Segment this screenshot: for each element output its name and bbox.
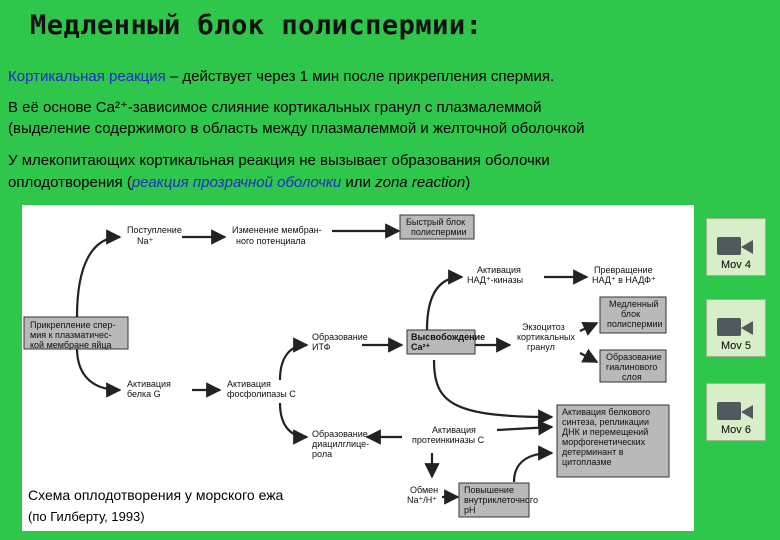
text-line-5-a: оплодотворения ( — [8, 174, 132, 191]
text-line-4: У млекопитающих кортикальная реакция не … — [8, 152, 550, 169]
zona-reaction-ru: реакция прозрачной оболочки — [131, 174, 342, 191]
box-fast-block — [399, 214, 475, 240]
arrow-pkc-to-synthesis — [496, 420, 554, 436]
label-protein-g: Активация белка G — [127, 379, 173, 399]
box-synthesis — [556, 404, 670, 478]
label-synthesis: Активация белкового синтеза, репликации … — [562, 407, 653, 467]
label-ph: Повышение внутриклеточного pH — [464, 485, 541, 515]
label-slow-block: Медленный блок полиспермии — [607, 299, 663, 329]
movie-label: Mov 4 — [721, 259, 751, 271]
label-dag: Образование диацилглице- рола — [312, 429, 372, 459]
box-ca-release — [406, 329, 476, 355]
label-potential: Изменение мембран- ного потенциала — [232, 225, 324, 246]
diagram-arrows — [75, 223, 599, 505]
box-attach — [23, 316, 129, 350]
arrow-exo-to-hyaline — [579, 348, 599, 363]
arrow-ph-to-synthesis — [512, 445, 554, 483]
arrow-attach-to-na — [75, 229, 122, 318]
arrow-plc-to-dag — [278, 402, 309, 445]
arrow-exo-to-slow — [579, 321, 599, 336]
label-attach: Прикрепление спер- мия к плазматичес- ко… — [30, 320, 118, 350]
diagram-caption: Схема оплодотворения у морского ежа — [28, 487, 284, 503]
arrow-plc-to-itf — [278, 337, 309, 381]
video-camera-icon — [717, 237, 741, 255]
text-line-5-c: или — [341, 174, 376, 191]
label-hyaline: Образование гиалинового слоя — [606, 352, 664, 382]
label-phospholipase: Активация фосфолипазы С — [227, 379, 296, 399]
box-slow-block — [599, 296, 667, 334]
label-pkc: Активация протеинкиназы С — [412, 425, 485, 445]
text-line-3: (выделение содержимого в область между п… — [8, 120, 585, 137]
zona-reaction-en: zona reaction — [375, 174, 466, 191]
box-ph — [458, 482, 530, 518]
label-itf: Образование ИТФ — [312, 332, 370, 352]
page-title: Медленный блок полиспермии: — [30, 10, 483, 41]
arrow-ca-to-nad — [425, 269, 464, 331]
label-exocytosis: Экзоцитоз кортикальных гранул — [517, 322, 578, 352]
label-nad-kinase: Активация НАД⁺-киназы — [467, 265, 523, 285]
movie-label: Mov 5 — [721, 340, 751, 352]
movie-button-4[interactable]: Mov 4 — [706, 218, 766, 276]
text-line-1-rest: – действует через 1 мин после прикреплен… — [165, 68, 555, 85]
text-line-5-e: ) — [465, 174, 471, 191]
label-nad-conv: Превращение НАД⁺ в НАДФ⁺ — [592, 265, 656, 285]
arrow-attach-to-g — [75, 347, 122, 398]
arrow-ca-to-synthesis — [432, 359, 554, 425]
text-line-2: В её основе Ca²⁺-зависимое слияние корти… — [8, 99, 542, 116]
label-exchange: Обмен Na⁺/H⁺ — [407, 485, 441, 505]
movie-button-5[interactable]: Mov 5 — [706, 299, 766, 357]
cortical-reaction-term: Кортикальная реакция — [8, 68, 166, 85]
video-camera-icon — [717, 318, 741, 336]
text-line-1: Кортикальная реакция – действует через 1… — [8, 68, 554, 85]
fertilization-diagram: Прикрепление спер- мия к плазматичес- ко… — [23, 214, 670, 518]
diagram-source: (по Гилберту, 1993) — [28, 509, 145, 524]
text-line-5: оплодотворения (реакция прозрачной оболо… — [8, 174, 470, 191]
video-camera-icon — [717, 402, 741, 420]
label-fast-block: Быстрый блок полиспермии — [406, 217, 468, 237]
diagram-panel: Прикрепление спер- мия к плазматичес- ко… — [22, 205, 694, 531]
movie-button-6[interactable]: Mov 6 — [706, 383, 766, 441]
box-hyaline — [599, 349, 667, 383]
label-ca-release: Высвобождение Ca²⁺ — [411, 332, 488, 352]
label-na-in: Поступление Na⁺ — [127, 225, 184, 246]
movie-label: Mov 6 — [721, 424, 751, 436]
